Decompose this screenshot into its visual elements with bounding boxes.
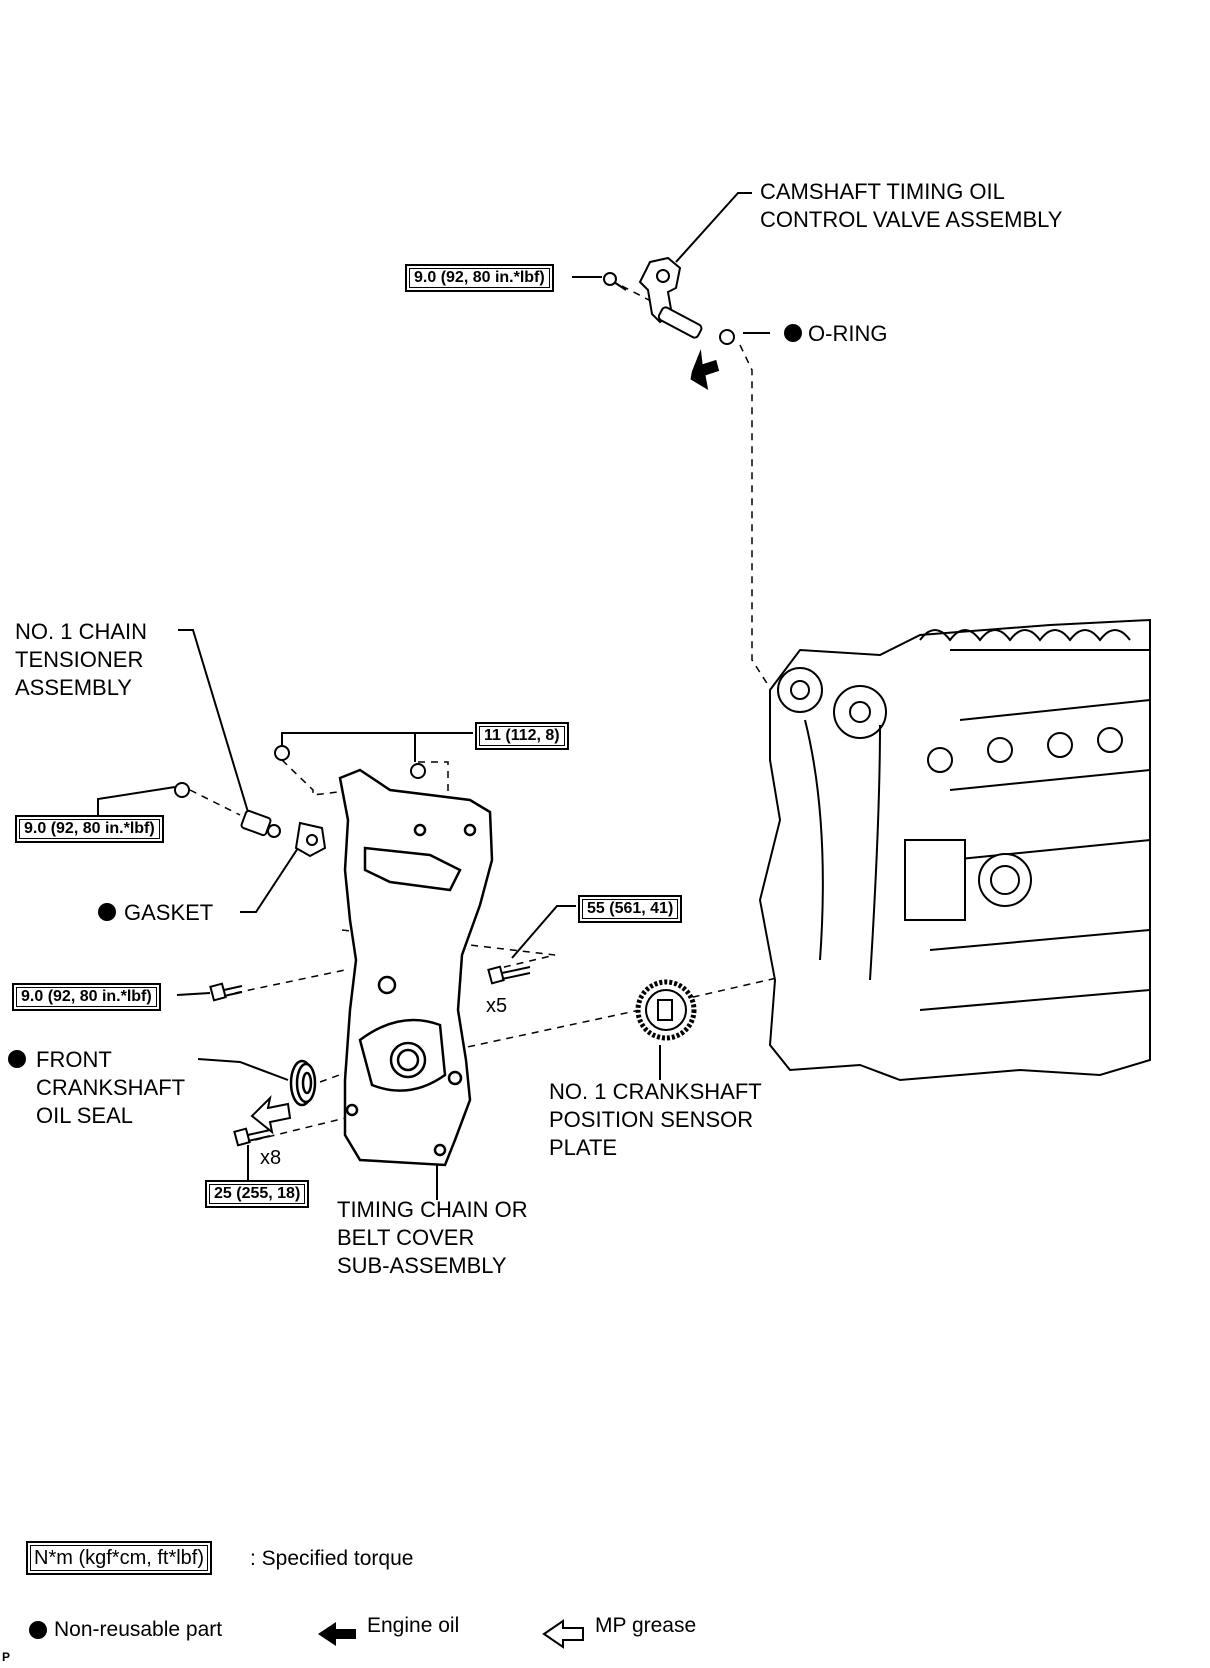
- footer-code: P: [2, 1650, 11, 1664]
- valve-bolt-icon: [603, 272, 627, 291]
- label-timing-cover: TIMING CHAIN OR BELT COVER SUB-ASSEMBLY: [337, 1197, 528, 1278]
- leader-camshaft-valve: [675, 192, 752, 263]
- torque-tensioner-nut: 9.0 (92, 80 in.*lbf): [15, 815, 164, 843]
- torque-nuts-top: 11 (112, 8): [475, 722, 569, 750]
- bolt-55-icon: [487, 965, 531, 985]
- chain-tensioner-icon: [240, 809, 281, 838]
- leader-nuts-top: [281, 732, 473, 745]
- label-o-ring: O-RING: [808, 321, 888, 346]
- torque-cover-bolt: 9.0 (92, 80 in.*lbf): [12, 983, 161, 1011]
- leader-bolt-55: [511, 905, 576, 959]
- legend-mp-grease-arrow-icon: [542, 1619, 584, 1649]
- engine-oil-arrow-icon: [690, 349, 720, 390]
- timing-cover-icon: [338, 768, 494, 1167]
- quantity-x5: x5: [486, 995, 508, 1017]
- tensioner-nut-icon: [174, 782, 190, 798]
- cover-bolt-icon: [209, 982, 243, 1002]
- label-sensor-plate: NO. 1 CRANKSHAFT POSITION SENSOR PLATE: [549, 1079, 762, 1160]
- legend-non-reusable: Non-reusable part: [54, 1618, 223, 1641]
- torque-valve-bolt: 9.0 (92, 80 in.*lbf): [405, 264, 554, 292]
- gasket-icon: [294, 821, 327, 858]
- non-reusable-dot-icon: [784, 324, 802, 342]
- non-reusable-dot-icon: [8, 1050, 26, 1068]
- oil-seal-icon: [289, 1059, 317, 1107]
- engine-block-icon: [758, 618, 1151, 1082]
- camshaft-valve-icon: [638, 256, 703, 339]
- label-front-seal: FRONT CRANKSHAFT OIL SEAL: [36, 1047, 186, 1128]
- legend-engine-oil: Engine oil: [367, 1614, 460, 1637]
- torque-bolt-25: 25 (255, 18): [205, 1180, 310, 1208]
- legend-engine-oil-arrow-icon: [318, 1622, 356, 1646]
- label-gasket: GASKET: [124, 900, 214, 925]
- label-chain-tensioner: NO. 1 CHAIN TENSIONER ASSEMBLY: [15, 619, 148, 700]
- legend-mp-grease: MP grease: [595, 1614, 697, 1637]
- cover-nut-icon: [274, 745, 426, 779]
- leader-front-seal: [197, 1058, 289, 1081]
- leader-cover-bolt: [176, 992, 211, 996]
- label-camshaft-valve: CAMSHAFT TIMING OIL CONTROL VALVE ASSEMB…: [760, 179, 1063, 232]
- legend-dot-icon: [29, 1621, 47, 1639]
- torque-bolt-55: 55 (561, 41): [578, 895, 683, 923]
- non-reusable-dot-icon: [98, 903, 116, 921]
- leader-tensioner-nut: [97, 786, 176, 815]
- quantity-x8: x8: [260, 1147, 282, 1169]
- leader-chain-tensioner: [178, 629, 249, 813]
- mp-grease-arrow-icon: [250, 1094, 292, 1135]
- legend-torque-desc: : Specified torque: [250, 1547, 414, 1570]
- legend-torque-unit: N*m (kgf*cm, ft*lbf): [26, 1541, 213, 1575]
- leader-gasket: [240, 844, 301, 913]
- sensor-plate-icon: [635, 979, 697, 1041]
- bolt-25-icon: [233, 1127, 271, 1147]
- o-ring-icon: [719, 329, 735, 345]
